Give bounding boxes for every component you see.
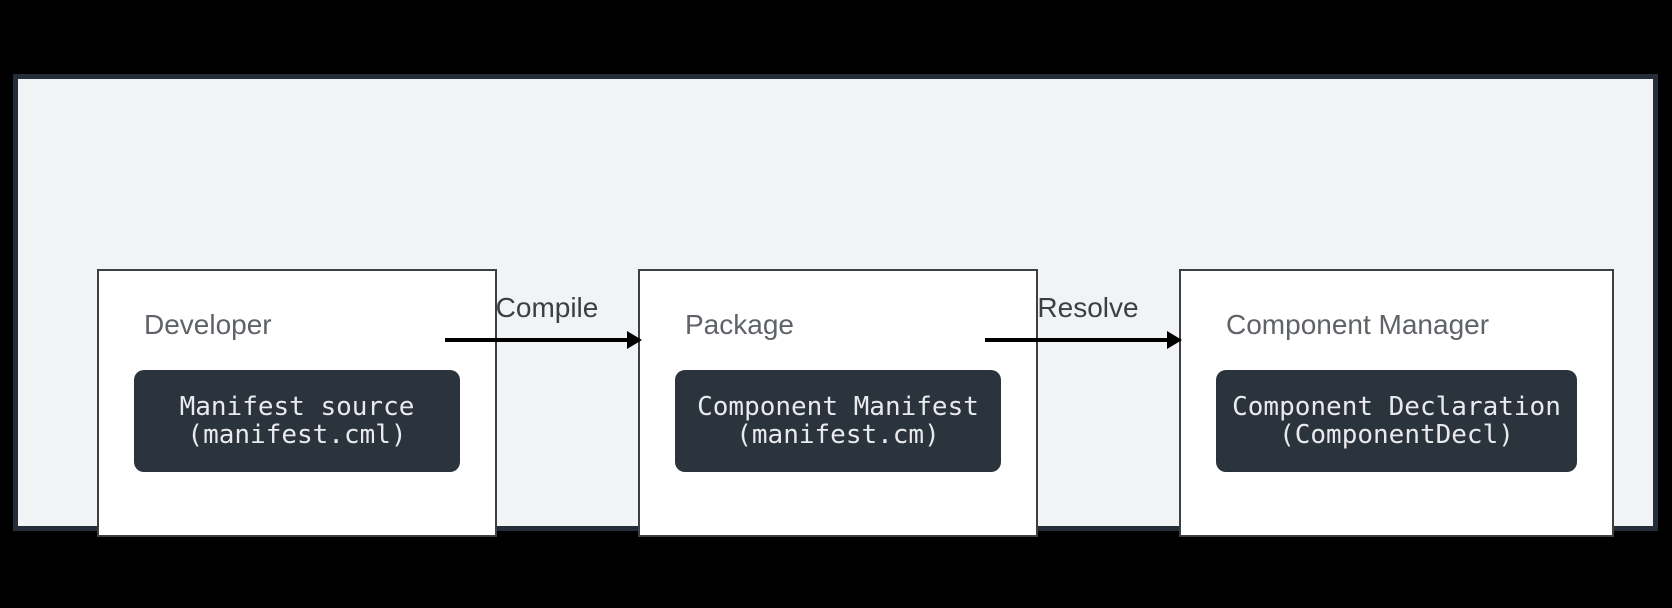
artifact-component-manifest-name: Component Manifest: [697, 392, 979, 422]
artifact-component-declaration: Component Declaration (ComponentDecl): [1216, 370, 1577, 472]
diagram-panel: Developer Manifest source (manifest.cml)…: [13, 74, 1658, 537]
compile-arrow-line: [445, 338, 628, 342]
box-package: Package Component Manifest (manifest.cm): [638, 269, 1038, 537]
artifact-component-manifest-file: (manifest.cm): [736, 420, 940, 450]
artifact-component-manifest: Component Manifest (manifest.cm): [675, 370, 1001, 472]
artifact-manifest-source-name: Manifest source: [179, 392, 415, 422]
box-developer: Developer Manifest source (manifest.cml): [97, 269, 497, 537]
box-component-manager-label: Component Manager: [1226, 309, 1490, 340]
resolve-arrow-line: [985, 338, 1168, 342]
artifact-component-declaration-file: (ComponentDecl): [1279, 420, 1514, 450]
box-developer-label: Developer: [144, 309, 272, 340]
compile-arrow-label: Compile: [495, 292, 599, 323]
compile-arrowhead-right-icon: [627, 331, 642, 349]
artifact-component-declaration-name: Component Declaration: [1232, 392, 1561, 422]
resolve-arrow-label: Resolve: [1037, 292, 1139, 323]
artifact-manifest-source: Manifest source (manifest.cml): [134, 370, 460, 472]
box-package-label: Package: [685, 309, 794, 340]
artifact-manifest-source-file: (manifest.cml): [187, 420, 407, 450]
box-component-manager: Component Manager Component Declaration …: [1179, 269, 1614, 537]
resolve-arrowhead-right-icon: [1167, 331, 1182, 349]
